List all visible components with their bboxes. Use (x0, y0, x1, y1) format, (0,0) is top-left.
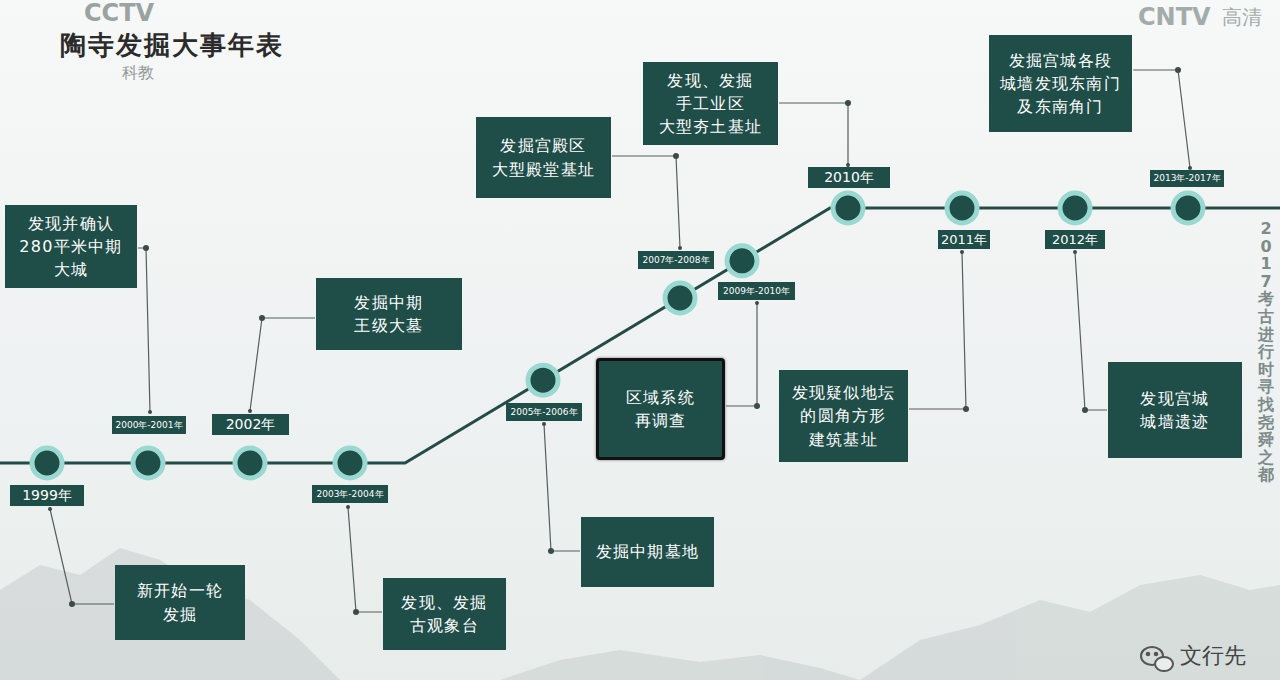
leader-dot (69, 601, 75, 607)
year-label: 2002年 (212, 414, 289, 435)
event-box: 发现、发掘 古观象台 (383, 578, 506, 650)
event-text: 发现、发掘 古观象台 (398, 591, 491, 637)
leader-dot (248, 409, 252, 413)
leader-line (138, 248, 150, 412)
leader-dot (548, 548, 554, 554)
timeline-dot (947, 193, 977, 223)
year-text: 1999年 (22, 487, 72, 504)
leader-dot (673, 153, 679, 159)
year-text: 2013年-2017年 (1153, 173, 1220, 184)
leader-dot (542, 422, 546, 426)
year-label: 2013年-2017年 (1150, 170, 1223, 187)
leader-line (726, 303, 757, 406)
account-name: 文行先 (1180, 644, 1246, 668)
diagram-title: 陶寺发掘大事年表 (60, 28, 284, 63)
year-text: 2011年 (941, 232, 987, 248)
leader-line (909, 252, 966, 409)
leader-line (612, 156, 680, 248)
leader-dot (754, 403, 760, 409)
event-box: 发掘中期墓地 (581, 517, 714, 587)
leader-dot (1175, 67, 1181, 73)
leader-dot (1082, 407, 1088, 413)
year-text: 2010年 (824, 169, 874, 186)
leader-dot (845, 100, 851, 106)
year-label: 2000年-2001年 (112, 416, 186, 434)
year-text: 2007年-2008年 (642, 255, 709, 266)
event-box: 发现、发掘 手工业区 大型夯土基址 (643, 62, 778, 145)
event-box: 区域系统 再调查 (596, 358, 725, 460)
watermark-quality: 高清 (1222, 6, 1262, 28)
timeline-dot (335, 448, 365, 478)
year-label: 2007年-2008年 (638, 251, 714, 269)
year-text: 2005年-2006年 (510, 407, 577, 418)
event-text: 发现并确认 280平米中期 大城 (16, 212, 126, 282)
event-box: 发掘宫殿区 大型殿堂基址 (476, 117, 611, 198)
leader-dot (963, 406, 969, 412)
leader-dot (346, 505, 350, 509)
leader-line (779, 103, 848, 165)
leader-dot (148, 410, 152, 414)
watermark-channel: 科教 (122, 64, 154, 82)
leader-dot (143, 245, 149, 251)
watermark-logo: CCTV (84, 0, 154, 26)
timeline-dot (235, 448, 265, 478)
leader-line (1133, 70, 1190, 168)
event-text: 发掘宫殿区 大型殿堂基址 (488, 134, 598, 180)
leader-line (1075, 252, 1107, 410)
year-label: 1999年 (10, 485, 84, 506)
event-text: 新开始一轮 发掘 (134, 579, 227, 625)
wechat-icon (1141, 647, 1173, 671)
event-text: 发掘宫城各段 城墙发现东南门 及东南角门 (997, 49, 1124, 119)
year-label: 2003年-2004年 (312, 485, 388, 503)
leader-line (50, 509, 114, 604)
event-box: 发掘中期 王级大墓 (316, 278, 462, 350)
event-text: 发现、发掘 手工业区 大型夯土基址 (655, 69, 765, 139)
event-box: 发现疑似地坛 的圆角方形 建筑基址 (779, 370, 908, 462)
timeline-line (0, 208, 1280, 463)
leader-dot (755, 301, 759, 305)
leader-line (250, 318, 315, 411)
year-text: 2002年 (226, 416, 276, 433)
leader-dot (1073, 250, 1077, 254)
year-label: 2010年 (808, 167, 890, 188)
timeline-dot (528, 365, 558, 395)
year-text: 2012年 (1052, 232, 1098, 248)
event-text: 区域系统 再调查 (623, 386, 699, 432)
event-box: 发现宫城 城墙遗迹 (1108, 362, 1242, 458)
leader-dot (259, 315, 265, 321)
timeline-dot (1173, 193, 1203, 223)
year-text: 2009年-2010年 (723, 286, 790, 297)
year-label: 2012年 (1045, 230, 1105, 249)
leader-line (348, 507, 382, 612)
leader-dot (48, 507, 52, 511)
watermark-logo: CNTV (1138, 4, 1211, 30)
event-text: 发掘中期墓地 (592, 540, 702, 563)
leader-dot (353, 609, 359, 615)
year-label: 2005年-2006年 (506, 403, 582, 421)
event-text: 发现宫城 城墙遗迹 (1137, 387, 1213, 433)
timeline-dot (665, 283, 695, 313)
event-box: 发掘宫城各段 城墙发现东南门 及东南角门 (989, 35, 1132, 132)
leader-line (544, 424, 580, 551)
timeline-dot (833, 193, 863, 223)
timeline-dot (133, 448, 163, 478)
timeline-dot (32, 448, 62, 478)
year-label: 2011年 (938, 230, 990, 249)
event-box: 发现并确认 280平米中期 大城 (5, 205, 137, 288)
year-text: 2003年-2004年 (316, 489, 383, 500)
leader-dot (960, 250, 964, 254)
timeline-dot (1060, 193, 1090, 223)
timeline-dot (727, 246, 757, 276)
event-box: 新开始一轮 发掘 (115, 565, 245, 640)
event-text: 发现疑似地坛 的圆角方形 建筑基址 (788, 381, 898, 451)
leader-dot (678, 246, 682, 250)
vertical-caption: 2017考古进行时 寻找尧舜之都 (1258, 220, 1274, 484)
event-text: 发掘中期 王级大墓 (351, 291, 427, 337)
year-text: 2000年-2001年 (115, 420, 182, 431)
year-label: 2009年-2010年 (718, 282, 795, 300)
